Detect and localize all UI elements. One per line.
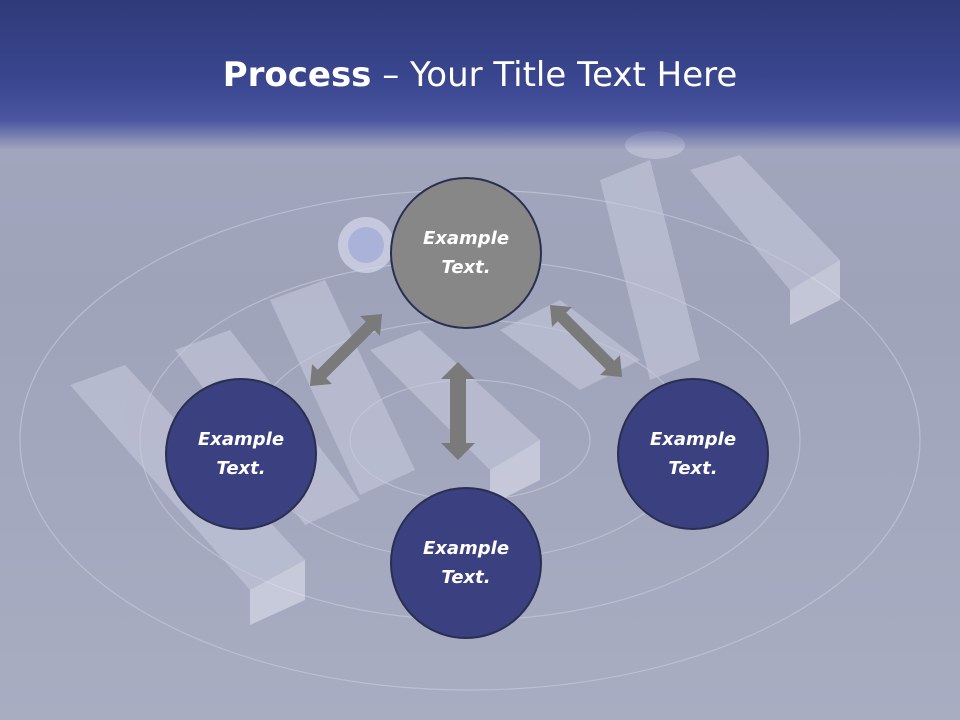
process-node-left: Example Text.: [165, 378, 317, 530]
node-text-line2: Text.: [668, 458, 718, 479]
node-text-line1: Example: [422, 538, 510, 559]
double-arrow-left: [309, 313, 383, 387]
double-arrow-vertical: [441, 362, 475, 460]
process-node-top: Example Text.: [390, 177, 542, 329]
title-bar: [0, 0, 960, 150]
node-text-line2: Text.: [441, 567, 491, 588]
node-text-line1: Example: [422, 228, 510, 249]
process-node-bottom: Example Text.: [390, 487, 542, 639]
double-arrow-right: [549, 304, 623, 378]
node-text-line2: Text.: [441, 257, 491, 278]
page-title: Process – Your Title Text Here: [0, 50, 960, 100]
title-rest: – Your Title Text Here: [371, 55, 738, 95]
process-node-right: Example Text.: [617, 378, 769, 530]
node-text-line2: Text.: [216, 458, 266, 479]
node-text-line1: Example: [649, 429, 737, 450]
title-bold: Process: [222, 55, 372, 95]
node-text-line1: Example: [197, 429, 285, 450]
